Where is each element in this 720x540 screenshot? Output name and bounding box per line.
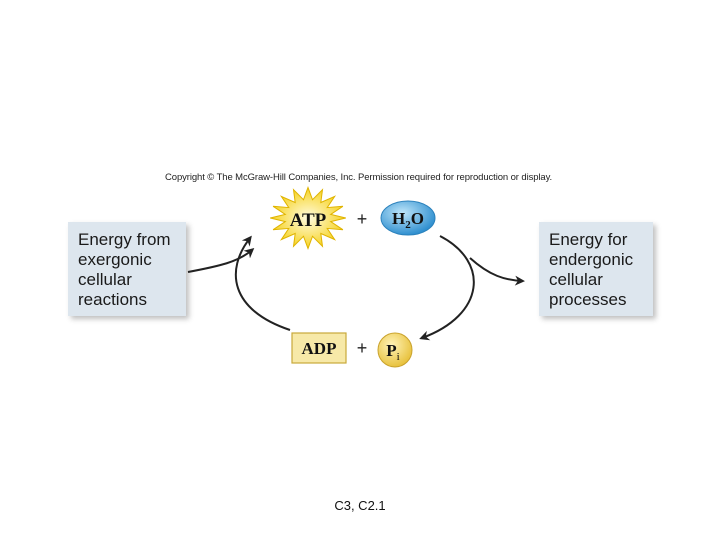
exergonic-energy-box: Energy from exergonic cellular reactions [68,222,186,316]
atp-burst-icon: ATP [270,185,346,251]
atp-label: ATP [290,210,327,231]
right-box-line-2: endergonic [549,250,634,269]
left-box-line-3: cellular [78,270,132,289]
water-h: H [392,209,405,228]
water-drop-icon: H2O [380,200,436,236]
cycle-arrow-right [419,235,475,341]
phosphate-p: P [386,341,396,360]
bottom-plus-sign: + [357,338,368,358]
phosphate-formula: Pi [386,341,399,363]
phosphate-circle-icon: Pi [377,332,413,368]
water-subscript: 2 [405,219,411,231]
cycle-arrow-left [234,235,291,331]
endergonic-energy-box: Energy for endergonic cellular processes [539,222,653,316]
top-plus-sign: + [357,209,368,229]
water-o: O [411,209,424,228]
output-arrow-to-right-box [469,257,525,286]
right-box-line-3: cellular [549,270,603,289]
adp-label: ADP [302,339,337,358]
copyright-notice: Copyright © The McGraw-Hill Companies, I… [165,172,553,183]
input-arrow-from-left-box [187,248,255,273]
water-formula: H2O [392,209,424,231]
left-box-line-2: exergonic [78,250,152,269]
phosphate-subscript: i [397,351,400,363]
left-box-line-1: Energy from [78,230,171,249]
left-box-line-4: reactions [78,290,147,309]
slide-footer: C3, C2.1 [334,498,386,513]
adp-box: ADP [291,332,347,364]
right-box-line-1: Energy for [549,230,628,249]
right-box-line-4: processes [549,290,627,309]
